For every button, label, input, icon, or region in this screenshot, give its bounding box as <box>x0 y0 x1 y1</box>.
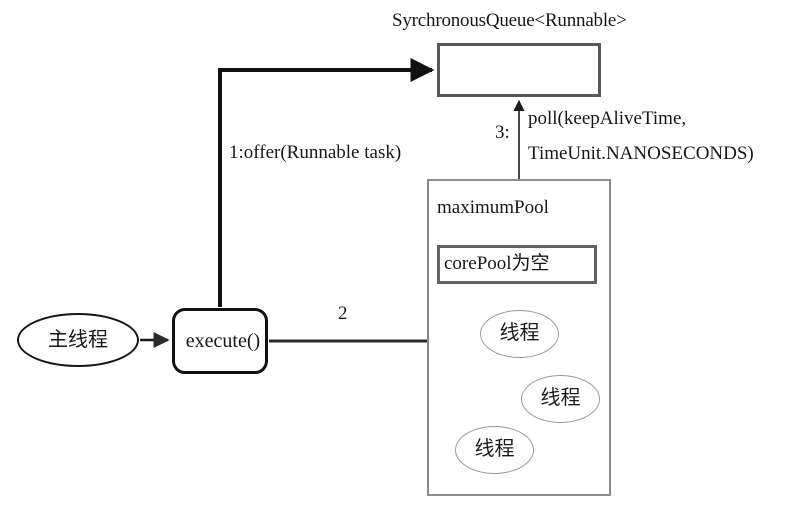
thread-label: 线程 <box>474 436 515 460</box>
thread-label: 线程 <box>540 385 581 409</box>
thread-node: 线程 <box>480 310 559 358</box>
thread-node: 线程 <box>521 375 600 423</box>
thread-label: 线程 <box>499 320 540 344</box>
core-pool-box <box>437 245 597 284</box>
execute-label: execute() <box>185 330 261 352</box>
synchronous-queue-box <box>437 43 601 97</box>
maximum-pool-label: maximumPool <box>437 197 549 218</box>
dispatch-edge-label: 2 <box>338 303 348 324</box>
queue-title: SyrchronousQueue<Runnable> <box>392 10 627 31</box>
offer-edge-label: 1:offer(Runnable task) <box>229 142 402 163</box>
poll-edge-label-line1: poll(keepAliveTime, <box>528 108 687 129</box>
poll-edge-label-line2: TimeUnit.NANOSECONDS) <box>528 143 754 164</box>
poll-step-label: 3: <box>495 122 510 143</box>
main-thread-label: 主线程 <box>48 327 108 351</box>
thread-node: 线程 <box>455 426 534 474</box>
core-pool-label: corePool为空 <box>444 253 550 274</box>
edge-offer-to-queue <box>218 58 435 307</box>
main-thread-node: 主线程 <box>17 313 139 367</box>
execute-node: execute() <box>172 308 268 374</box>
